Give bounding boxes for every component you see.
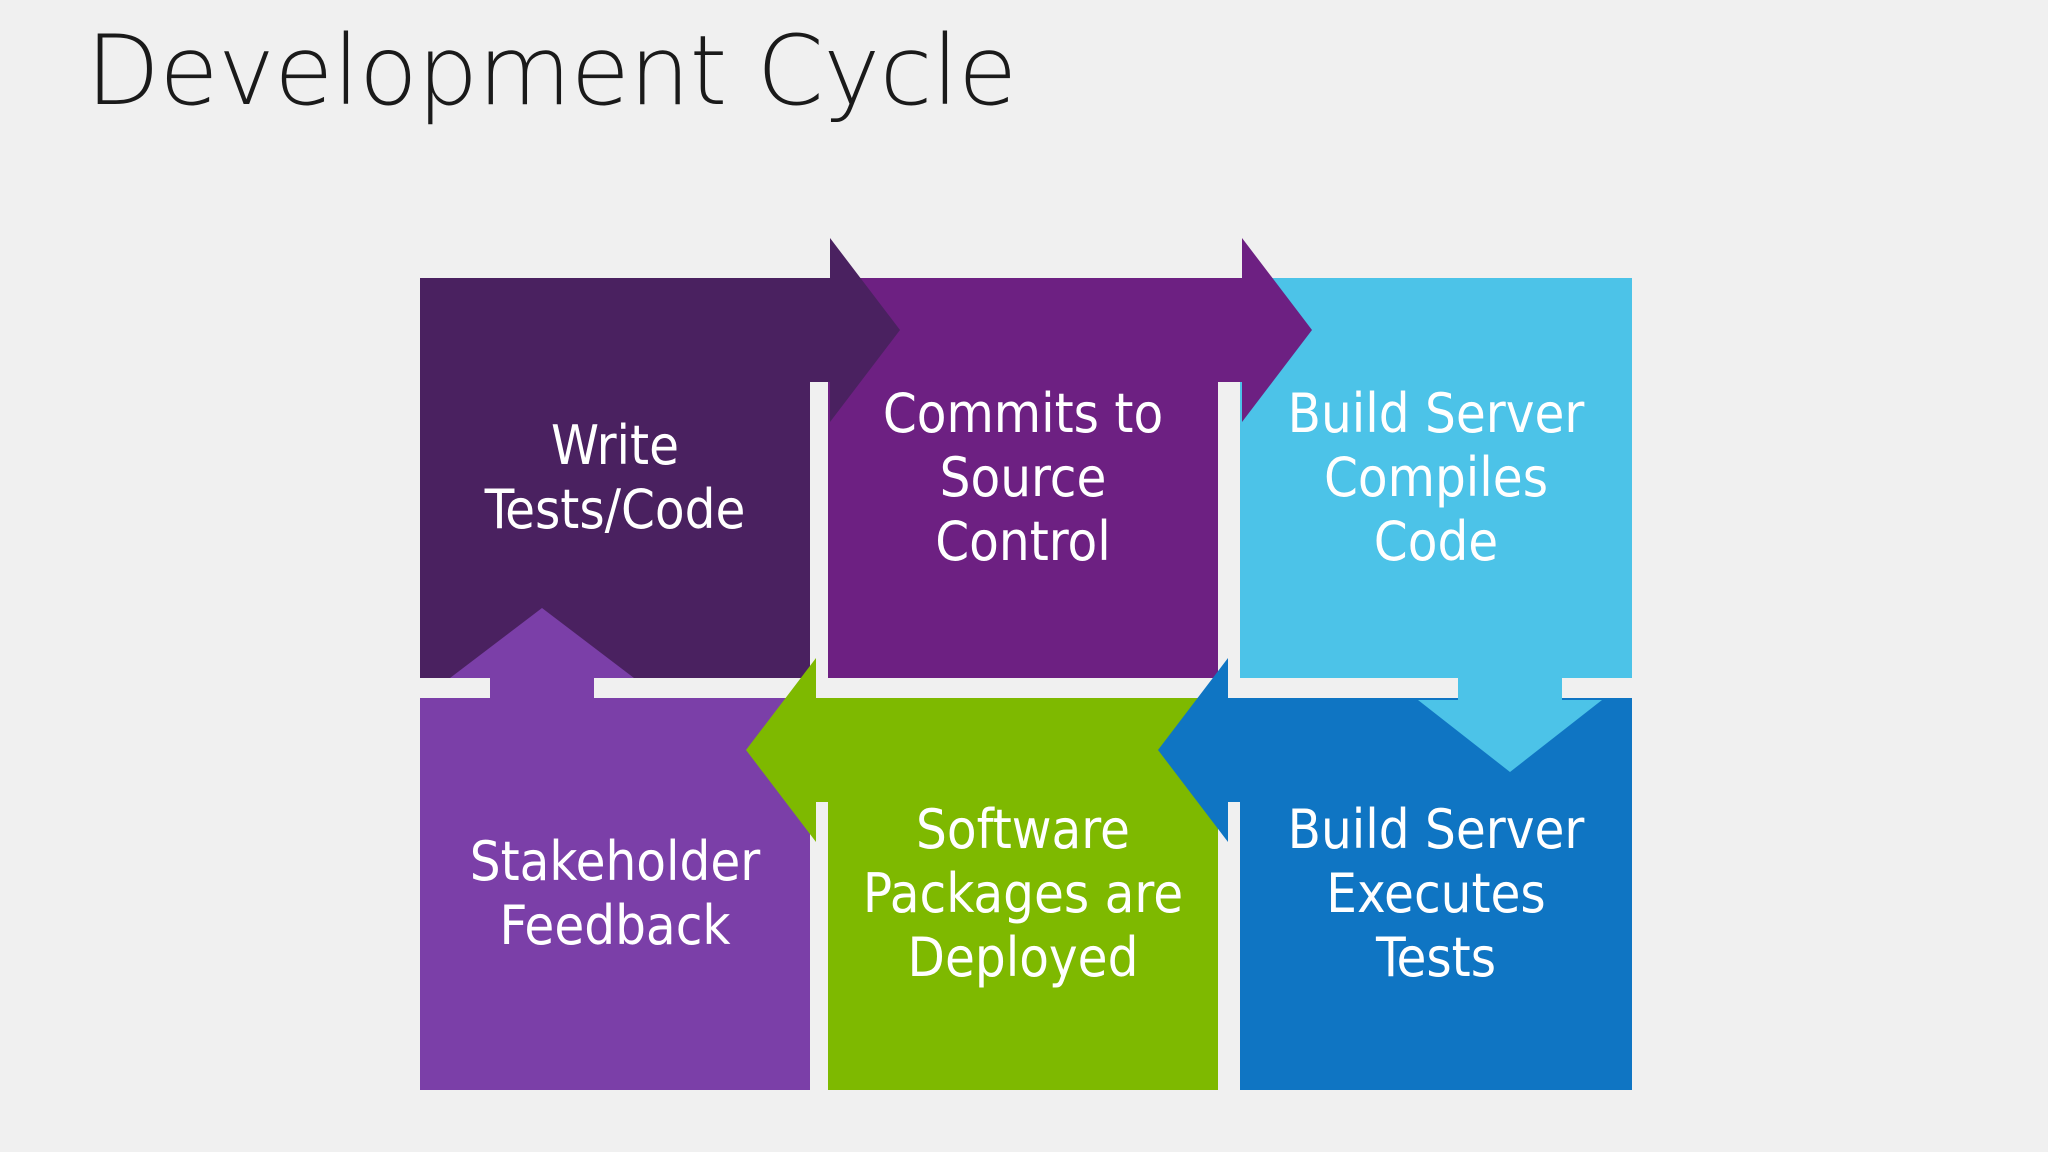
process-node-build-server-executes-tests[interactable]: Build Server Executes Tests	[1240, 698, 1632, 1090]
process-node-label: Commits to Source Control	[882, 382, 1164, 573]
process-node-commits-to-source-control[interactable]: Commits to Source Control	[828, 278, 1218, 678]
arrow-left-icon-executes-to-packages[interactable]	[1158, 658, 1298, 842]
page-title: Development Cycle	[86, 15, 1017, 127]
arrow-down-icon-compiles-to-executes[interactable]	[1418, 630, 1602, 772]
process-node-label: Stakeholder Feedback	[469, 830, 761, 957]
process-node-build-server-compiles-code[interactable]: Build Server Compiles Code	[1240, 278, 1632, 678]
process-node-software-packages-are-deployed[interactable]: Software Packages are Deployed	[828, 698, 1218, 1090]
arrow-up-icon-stakeholder-to-write[interactable]	[450, 608, 634, 750]
process-node-write-tests[interactable]: Write Tests/Code	[420, 278, 810, 678]
process-node-label: Write Tests/Code	[484, 414, 746, 541]
process-node-label: Build Server Executes Tests	[1287, 798, 1585, 989]
process-node-label: Software Packages are Deployed	[862, 798, 1184, 989]
arrow-right-icon-write-to-commits[interactable]	[760, 238, 900, 422]
arrow-right-icon-commits-to-compiles[interactable]	[1172, 238, 1312, 422]
arrow-left-icon-packages-to-stakeholder[interactable]	[746, 658, 886, 842]
process-node-label: Build Server Compiles Code	[1287, 382, 1585, 573]
process-node-stakeholder-feedback[interactable]: Stakeholder Feedback	[420, 698, 810, 1090]
